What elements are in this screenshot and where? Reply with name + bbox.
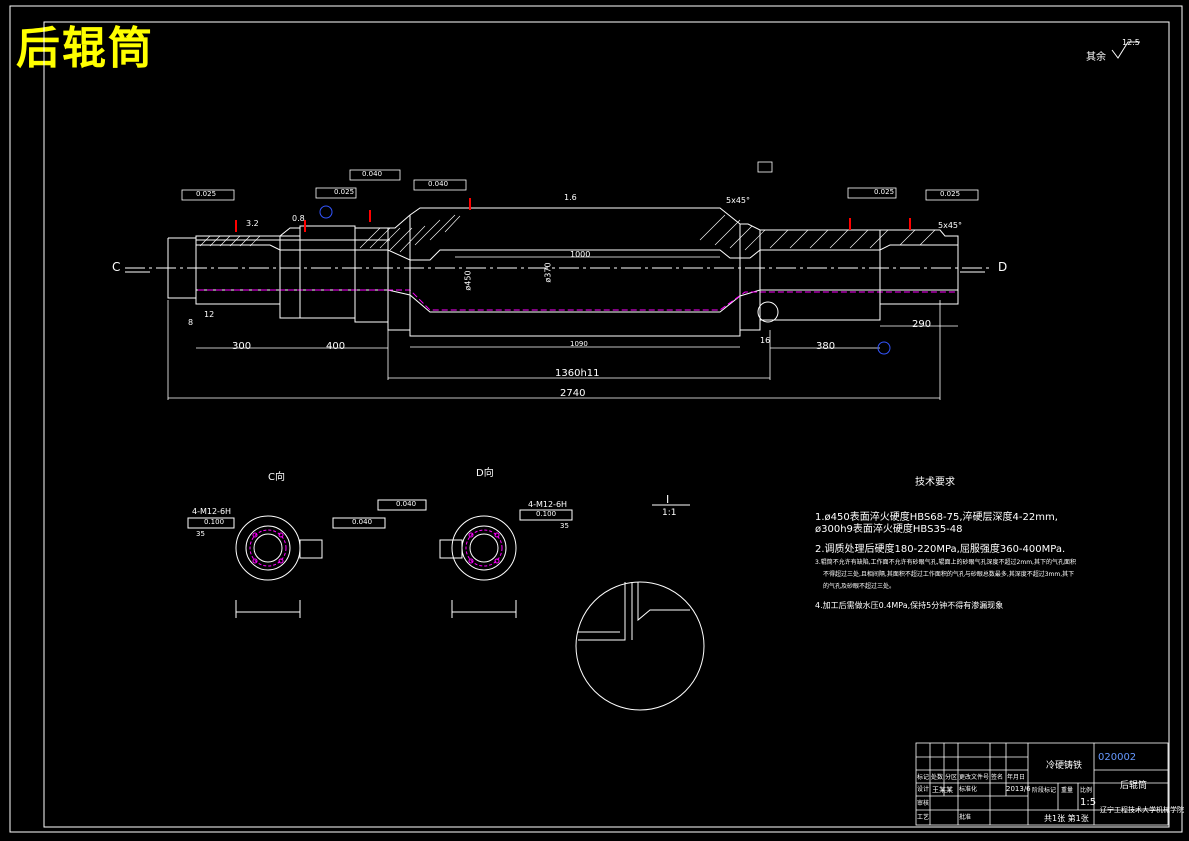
tb-stage-weight: 重量 (1061, 787, 1074, 794)
view-c-label: C (112, 260, 121, 274)
scale: 1:5 (1080, 797, 1097, 808)
tolerance-5: 0.025 (874, 188, 895, 196)
dim-total-length: 2740 (560, 388, 586, 399)
tolerance-1: 0.025 (196, 190, 217, 198)
tolerance-2: 0.025 (334, 188, 355, 196)
d-view (377, 499, 573, 618)
tb-stage-scale: 比例 (1080, 787, 1093, 794)
tb-header-doc: 更改文件号 (959, 774, 990, 781)
tech-item-3c: 的气孔及砂眼不超过三处。 (823, 583, 896, 590)
dim-12: 12 (204, 310, 215, 319)
c-position-tol: 0.100 (204, 518, 225, 526)
dim-right-290: 290 (912, 319, 932, 330)
dim-16: 16 (760, 336, 771, 345)
roughness-other-value: 12.5 (1122, 38, 1140, 47)
school: 辽宁工程技术大学机械学院 (1100, 806, 1184, 814)
tb-header-zone: 分区 (945, 774, 958, 781)
d-view-label: D向 (476, 468, 494, 479)
tb-stage-mark: 阶段标记 (1032, 787, 1057, 794)
dim-right-380: 380 (816, 341, 836, 352)
tb-header-date: 年月日 (1007, 774, 1026, 781)
designer: 王某某 (932, 786, 953, 794)
outer-border (9, 5, 1183, 833)
datum-a-marker (319, 205, 333, 219)
roughness-0-8: 0.8 (292, 214, 305, 223)
dim-center-1000: 1000 (570, 250, 591, 259)
tb-row-approve: 批准 (959, 814, 972, 821)
tb-row-review: 审核 (917, 800, 930, 807)
inner-bore-hidden (198, 289, 958, 311)
tb-header-sign: 签名 (991, 774, 1004, 781)
tech-requirements-heading: 技术要求 (915, 477, 955, 488)
c-view (187, 515, 386, 618)
d-depth: 35 (560, 522, 569, 530)
sheet-info: 共1张 第1张 (1044, 814, 1089, 823)
title-block-grid (915, 742, 1169, 826)
tolerance-4: 0.040 (428, 180, 449, 188)
part-name: 后辊筒 (1120, 781, 1148, 791)
roughness-other-label: 其余 (1086, 52, 1106, 63)
dim-8: 8 (188, 318, 194, 327)
design-date: 2013/6 (1006, 785, 1031, 793)
tech-item-3b: 不得超过三处,且相间隔,其面积不超过工作面积的气孔与砂眼总数最多,其深度不超过3… (823, 571, 1075, 578)
tech-item-1: 1.ø450表面淬火硬度HBS68-75,淬硬层深度4-22mm, (815, 512, 1058, 523)
tech-item-2: 2.调质处理后硬度180-220MPa,屈服强度360-400MPa. (815, 544, 1066, 555)
shaft-main-view (125, 198, 990, 400)
d-symmetry-tol: 0.040 (396, 500, 417, 508)
roughness-note (1111, 41, 1140, 59)
tb-row-process: 工艺 (917, 814, 930, 821)
roughness-3-2: 3.2 (246, 219, 259, 228)
red-markers (235, 198, 911, 232)
tb-header-mark: 标记 (917, 774, 930, 781)
detail-scale: 1:1 (662, 508, 677, 518)
chamfer-right: 5x45° (938, 221, 963, 230)
datum-b-marker (877, 341, 891, 355)
roughness-1-6: 1.6 (564, 193, 577, 202)
tech-item-4: 4.加工后需做水压0.4MPa,保持5分钟不得有渗漏现象 (815, 601, 1004, 610)
tb-row-design: 设计 (917, 786, 930, 793)
hatch-top (196, 235, 390, 241)
section-hatch (199, 214, 936, 253)
c-symmetry-tol: 0.040 (352, 518, 373, 526)
d-holes-spec: 4-M12-6H (528, 500, 568, 509)
tolerance-frames (181, 161, 979, 201)
dim-d450: ø450 (463, 270, 473, 291)
dim-left-400: 400 (326, 341, 346, 352)
dim-inner-1090: 1090 (570, 340, 588, 348)
dimension-lines (167, 256, 958, 400)
view-d-label: D (998, 260, 1008, 274)
c-holes-spec: 4-M12-6H (192, 507, 232, 516)
tech-item-3: 3.辊筒不允许有缺陷,工作面不允许有砂眼气孔,辊面上的砂眼气孔深度不超过2mm,… (815, 559, 1076, 566)
tech-item-1b: ø300h9表面淬火硬度HBS35-48 (815, 524, 963, 535)
material: 冷硬铸铁 (1046, 761, 1083, 771)
tb-row-standard: 标准化 (959, 786, 978, 793)
dim-left-300: 300 (232, 341, 252, 352)
dim-h11-length: 1360h11 (555, 368, 600, 379)
c-depth: 35 (196, 530, 205, 538)
detail-callout-circle (757, 301, 779, 323)
tolerance-3: 0.040 (362, 170, 383, 178)
detail-i-view (575, 504, 705, 711)
d-position-tol: 0.100 (536, 510, 557, 518)
chamfer-left: 5x45° (726, 196, 751, 205)
drawing-title: 后辊筒 (16, 23, 154, 74)
drawing-number: 020002 (1098, 752, 1137, 763)
inner-border (43, 21, 1170, 828)
dim-d370: ø370 (543, 262, 553, 283)
c-view-label: C向 (268, 472, 285, 483)
detail-i-label: I (666, 493, 670, 506)
tb-header-count: 处数 (931, 774, 944, 781)
tolerance-6: 0.025 (940, 190, 961, 198)
